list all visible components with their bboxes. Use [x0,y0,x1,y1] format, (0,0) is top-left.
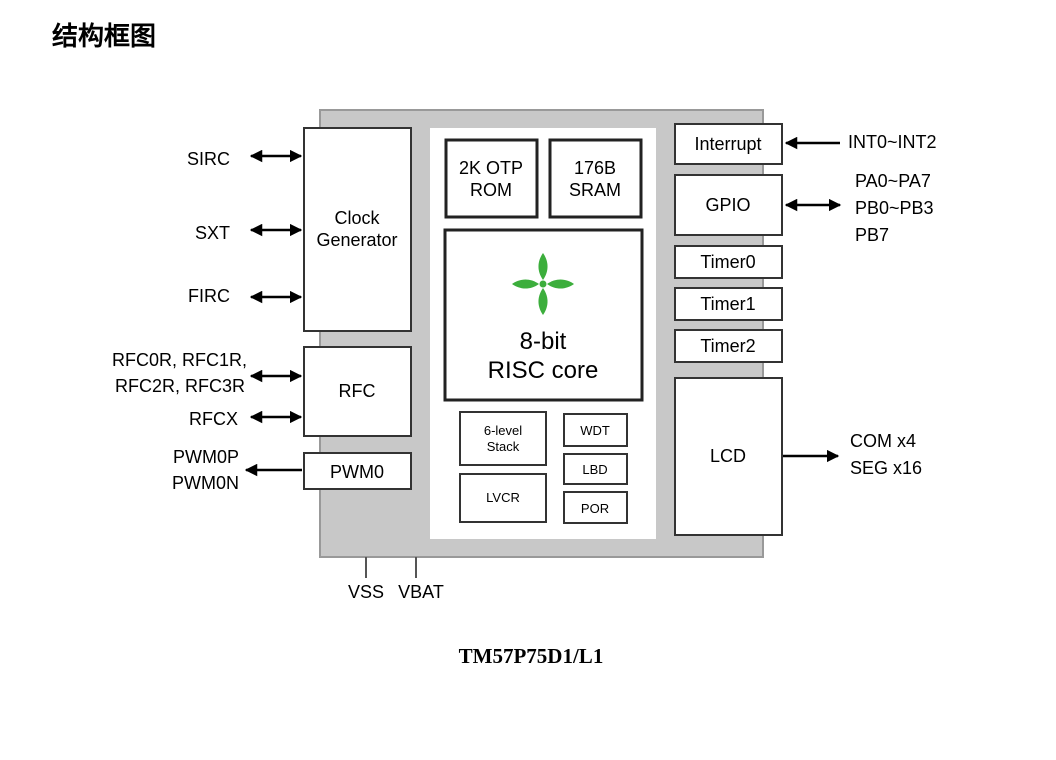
otp-rom-label-1: 2K OTP [459,158,523,178]
gpio-block [674,174,783,236]
sram-label-2: SRAM [569,180,621,200]
timer0-block [674,245,783,279]
rfc-r-label-1: RFC0R, RFC1R, [112,350,247,370]
interrupt-label: Interrupt [694,134,761,154]
clock-generator-label-2: Generator [316,230,397,250]
rfc-label: RFC [339,381,376,401]
otp-rom-block [444,138,539,219]
pwm0p-label: PWM0P [173,447,239,467]
rfc-block [303,346,412,437]
risc-core-label-2: RISC core [488,357,599,384]
lcd-label: LCD [710,446,746,466]
vbat-label: VBAT [398,582,444,602]
gpio-pins-label-1: PA0~PA7 [855,171,931,191]
clock-generator-label-1: Clock [334,208,380,228]
pwm0-label: PWM0 [330,462,384,482]
timer2-block [674,329,783,363]
rfc-r-label-2: RFC2R, RFC3R [115,376,245,396]
lvcr-label: LVCR [486,490,520,505]
diagram-caption: TM57P75D1/L1 [459,644,604,668]
sram-block [548,138,643,219]
vss-label: VSS [348,582,384,602]
timer2-label: Timer2 [700,336,755,356]
lbd-label: LBD [582,462,607,477]
gpio-label: GPIO [705,195,750,215]
page-title: 结构框图 [52,22,157,52]
lbd-block [563,453,628,485]
core-logo-icon [512,253,574,315]
por-label: POR [581,501,609,516]
risc-core-label-1: 8-bit [520,328,567,355]
stack-block [459,411,547,466]
pwm0n-label: PWM0N [172,473,239,493]
wdt-label: WDT [580,423,610,438]
rfcx-label: RFCX [189,409,238,429]
gpio-pins-label-2: PB0~PB3 [855,198,934,218]
otp-rom-label-2: ROM [470,180,512,200]
sirc-label: SIRC [187,149,230,169]
wdt-block [563,413,628,447]
pwm0-block [303,452,412,490]
int-label: INT0~INT2 [848,132,937,152]
stack-label-1: 6-level [484,423,522,438]
gpio-pins-label-3: PB7 [855,225,889,245]
lcd-out-label-2: SEG x16 [850,458,922,478]
sram-label-1: 176B [574,158,616,178]
lcd-out-label-1: COM x4 [850,431,916,451]
timer1-block [674,287,783,321]
clock-generator-block [303,127,412,332]
timer1-label: Timer1 [700,294,755,314]
lvcr-block [459,473,547,523]
interrupt-block [674,123,783,165]
lcd-block [674,377,783,536]
firc-label: FIRC [188,286,230,306]
por-block [563,491,628,524]
stack-label-2: Stack [487,439,520,454]
timer0-label: Timer0 [700,252,755,272]
sxt-label: SXT [195,223,230,243]
